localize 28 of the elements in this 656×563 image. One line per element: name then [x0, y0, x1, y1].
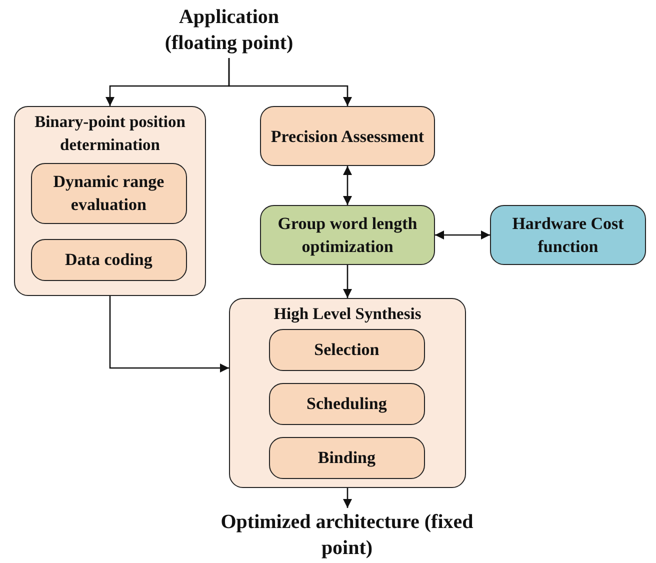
- node-label: Application (floating point): [164, 5, 294, 56]
- group-heading: Binary-point position determination: [34, 111, 186, 156]
- node-label: Binding: [316, 447, 377, 470]
- process-box: [490, 205, 646, 265]
- process-box: [260, 205, 435, 265]
- arrow: [228, 58, 352, 106]
- arrow: [109, 296, 229, 372]
- node-label: Group word length optimization: [276, 213, 418, 258]
- process-box: [268, 382, 425, 425]
- node-label: Precision Assessment: [270, 126, 426, 148]
- group-heading: High Level Synthesis: [272, 303, 422, 325]
- arrow: [343, 488, 352, 508]
- arrow: [435, 230, 490, 240]
- process-box: [30, 238, 187, 281]
- node-label: Data coding: [64, 249, 154, 272]
- process-box: [260, 106, 435, 166]
- node-label: Dynamic range evaluation: [52, 171, 166, 216]
- arrow: [343, 265, 352, 298]
- process-box: [268, 436, 425, 479]
- group-box: [14, 106, 206, 296]
- node-label: Optimized architecture (fixed point): [220, 510, 474, 561]
- node-label: Hardware Cost function: [511, 213, 625, 258]
- process-box: [30, 162, 187, 224]
- node-label: Scheduling: [306, 393, 388, 416]
- group-box: [229, 298, 466, 488]
- process-box: [268, 328, 425, 371]
- arrow: [343, 166, 352, 205]
- node-label: Selection: [313, 339, 380, 362]
